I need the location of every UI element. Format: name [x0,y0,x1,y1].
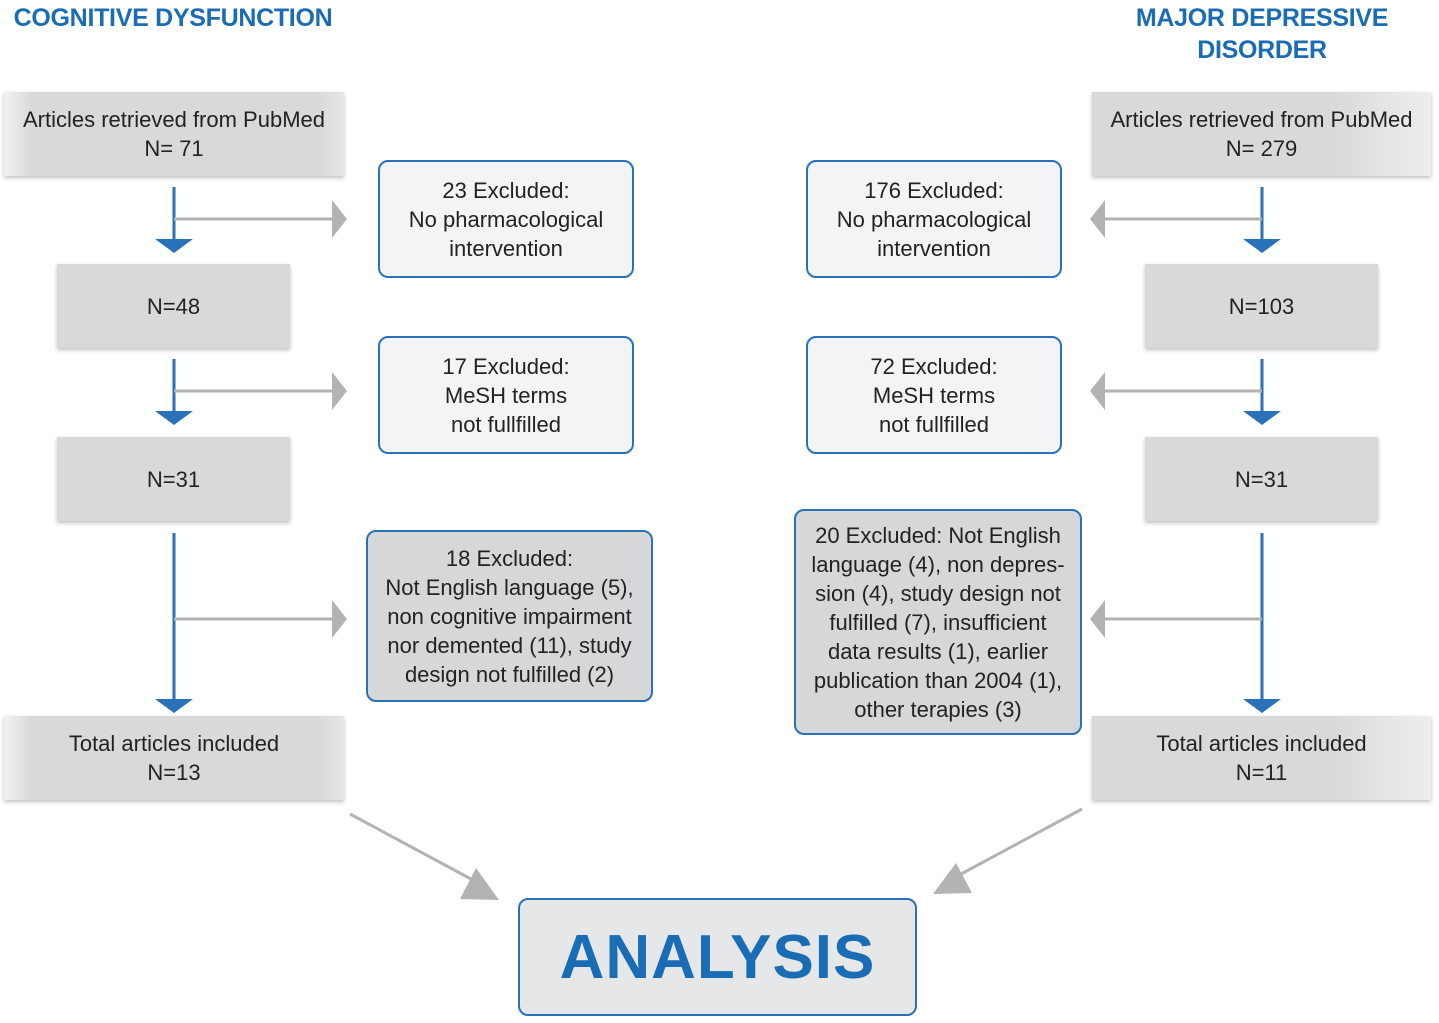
left-arrowhead-1 [155,239,193,253]
right-excl2-line2: MeSH terms [872,382,996,408]
left-excl3-line4: nor demented (11), study [387,632,632,658]
right-step2-count: N=31 [1234,466,1289,492]
right-excl1-line3: intervention [877,235,991,261]
right-excl1-line1: 176 Excluded: [864,177,1004,203]
right-title-line1: MAJOR DEPRESSIVE [1135,4,1389,32]
left-excl3-line2: Not English language (5), [385,574,634,600]
left-end-box: Total articles included N=13 [4,716,344,800]
right-column-title: MAJOR DEPRESSIVE DISORDER [1100,2,1424,66]
right-excl3-line1: 20 Excluded: Not English [815,522,1061,548]
left-exclusion-2: 17 Excluded: MeSH terms not fullfilled [378,336,634,454]
analysis-label: ANALYSIS [559,922,876,992]
left-excl1-line3: intervention [449,235,563,261]
right-excl3-line2: language (4), non depres- [811,551,1065,577]
left-excl2-line3: not fullfilled [450,411,562,437]
left-excl1-line1: 23 Excluded: [442,177,570,203]
right-excl-arrowhead-2 [1090,372,1105,410]
left-excl3-line5: design not fulfilled (2) [404,661,615,687]
left-excl-arrowhead-3 [332,600,347,638]
right-arrowhead-3 [1243,699,1281,713]
right-excl3-line6: publication than 2004 (1), [813,667,1063,693]
right-step1-count: N=103 [1228,293,1295,319]
right-start-line1: Articles retrieved from PubMed [1110,107,1413,132]
left-excl-arrowhead-1 [332,200,347,238]
left-step1-box: N=48 [57,264,290,348]
left-step1-count: N=48 [146,293,201,319]
right-excl-arrowhead-1 [1090,200,1105,238]
right-excl3-line3: sion (4), study design not [815,580,1061,606]
left-start-line1: Articles retrieved from PubMed [23,107,325,132]
right-step2-box: N=31 [1145,437,1378,521]
left-end-line2: N=13 [147,760,201,785]
right-excl3-line7: other terapies (3) [854,696,1022,722]
left-start-line2: N= 71 [144,136,204,161]
right-arrow-to-analysis [947,807,1083,883]
right-end-box: Total articles included N=11 [1092,716,1431,800]
left-end-line1: Total articles included [68,731,280,756]
right-excl2-line3: not fullfilled [878,411,990,437]
left-excl3-line3: non cognitive impairment [387,603,632,629]
right-step1-box: N=103 [1145,264,1378,348]
right-excl2-line1: 72 Excluded: [870,353,998,379]
left-arrowhead-3 [155,699,193,713]
left-exclusion-3: 18 Excluded: Not English language (5), n… [366,530,653,702]
analysis-box: ANALYSIS [518,898,917,1016]
right-exclusion-2: 72 Excluded: MeSH terms not fullfilled [806,336,1062,454]
right-excl1-line2: No pharmacological [836,206,1032,232]
left-excl2-line1: 17 Excluded: [442,353,570,379]
right-end-line2: N=11 [1235,760,1288,785]
right-start-box: Articles retrieved from PubMed N= 279 [1092,92,1431,176]
right-excl3-line5: data results (1), earlier [827,638,1049,664]
right-exclusion-3: 20 Excluded: Not English language (4), n… [794,509,1082,735]
left-arrow-to-analysis [349,812,485,888]
right-arrowhead-1 [1243,239,1281,253]
left-start-box: Articles retrieved from PubMed N= 71 [4,92,344,176]
left-excl2-line2: MeSH terms [444,382,568,408]
left-step2-count: N=31 [146,466,201,492]
right-analysis-arrowhead [933,863,972,894]
right-end-line1: Total articles included [1156,731,1367,756]
left-column-title: COGNITIVE DYSFUNCTION [13,4,333,32]
right-excl3-line4: fulfilled (7), insufficient [829,609,1047,635]
left-excl-arrowhead-2 [332,372,347,410]
left-analysis-arrowhead [460,868,499,900]
right-exclusion-1: 176 Excluded: No pharmacological interve… [806,160,1062,278]
left-excl1-line2: No pharmacological [408,206,604,232]
right-arrowhead-2 [1243,411,1281,425]
left-exclusion-1: 23 Excluded: No pharmacological interven… [378,160,634,278]
left-excl3-line1: 18 Excluded: [445,545,574,571]
left-arrowhead-2 [155,411,193,425]
left-step2-box: N=31 [57,437,290,521]
right-title-line2: DISORDER [1197,36,1327,64]
right-excl-arrowhead-3 [1090,600,1105,638]
right-start-line2: N= 279 [1225,136,1298,161]
